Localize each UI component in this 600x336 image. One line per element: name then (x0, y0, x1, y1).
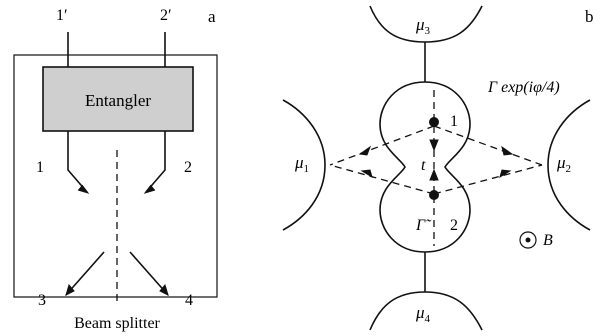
mu3-label: μ3 (415, 15, 431, 37)
port-1prime-label: 1′ (56, 7, 68, 24)
field-b-label: B (543, 232, 553, 249)
output-3-label: 3 (38, 292, 46, 309)
input-2-label: 2 (184, 159, 192, 176)
output-4-label: 4 (185, 292, 193, 309)
channel-1-path (67, 131, 88, 193)
port-2prime-label: 2′ (160, 7, 172, 24)
channel-3-arrowhead (65, 283, 75, 296)
field-dot-icon (525, 237, 531, 243)
field-out-of-page-icon (519, 231, 537, 249)
reservoir-mu2 (547, 99, 591, 231)
arrow-mu1-upper (358, 145, 372, 156)
mu1-label: μ1 (294, 153, 309, 175)
tunnel-t-label: t (421, 157, 426, 174)
mu4-label: μ4 (415, 303, 431, 325)
channel-3-path (65, 251, 105, 296)
input-1-label: 1 (36, 159, 44, 176)
channel-4-path (129, 251, 169, 296)
panel-a-label: a (208, 7, 216, 26)
mu2-label: μ2 (556, 153, 571, 175)
beam-splitter-caption: Beam splitter (74, 315, 160, 332)
channel-4-arrowhead (159, 283, 169, 296)
arrow-down-dot1 (429, 139, 439, 152)
panel-b: b μ3 μ1 μ2 μ4 (282, 5, 594, 331)
panel-a: a 1′ 2′ Entangler 1 2 3 4 Beam splitter (13, 7, 218, 332)
entangler-label: Entangler (85, 91, 151, 110)
dash-dot2-mu1 (329, 164, 435, 195)
gamma-tilde-label: Γ̃ (415, 217, 432, 234)
dash-dot2-mu2 (433, 164, 543, 195)
dot-2-label: 2 (450, 217, 458, 234)
channel-2-arrowhead (143, 184, 156, 194)
dash-dot1-mu2 (433, 125, 543, 166)
dashed-paths (329, 90, 543, 246)
reservoir-mu1 (282, 99, 326, 231)
quantum-dot-1 (429, 117, 439, 127)
outer-frame (13, 54, 218, 298)
arrow-mu2-lower (499, 169, 512, 179)
dot-1-label: 1 (450, 113, 458, 130)
dash-dot1-mu1 (329, 125, 435, 166)
channel-2-path (145, 131, 166, 193)
arrow-mu1-lower (360, 169, 373, 179)
arrow-mu2-upper (501, 145, 514, 156)
arrow-up-dot2 (429, 168, 439, 181)
quantum-dot-2 (429, 190, 439, 200)
gamma-phase-label: Γ exp(iφ/4) (487, 79, 560, 96)
entangler-box (42, 66, 194, 132)
double-dot-outline (379, 81, 471, 253)
panel-b-label: b (585, 7, 594, 26)
channel-1-arrowhead (77, 184, 90, 194)
